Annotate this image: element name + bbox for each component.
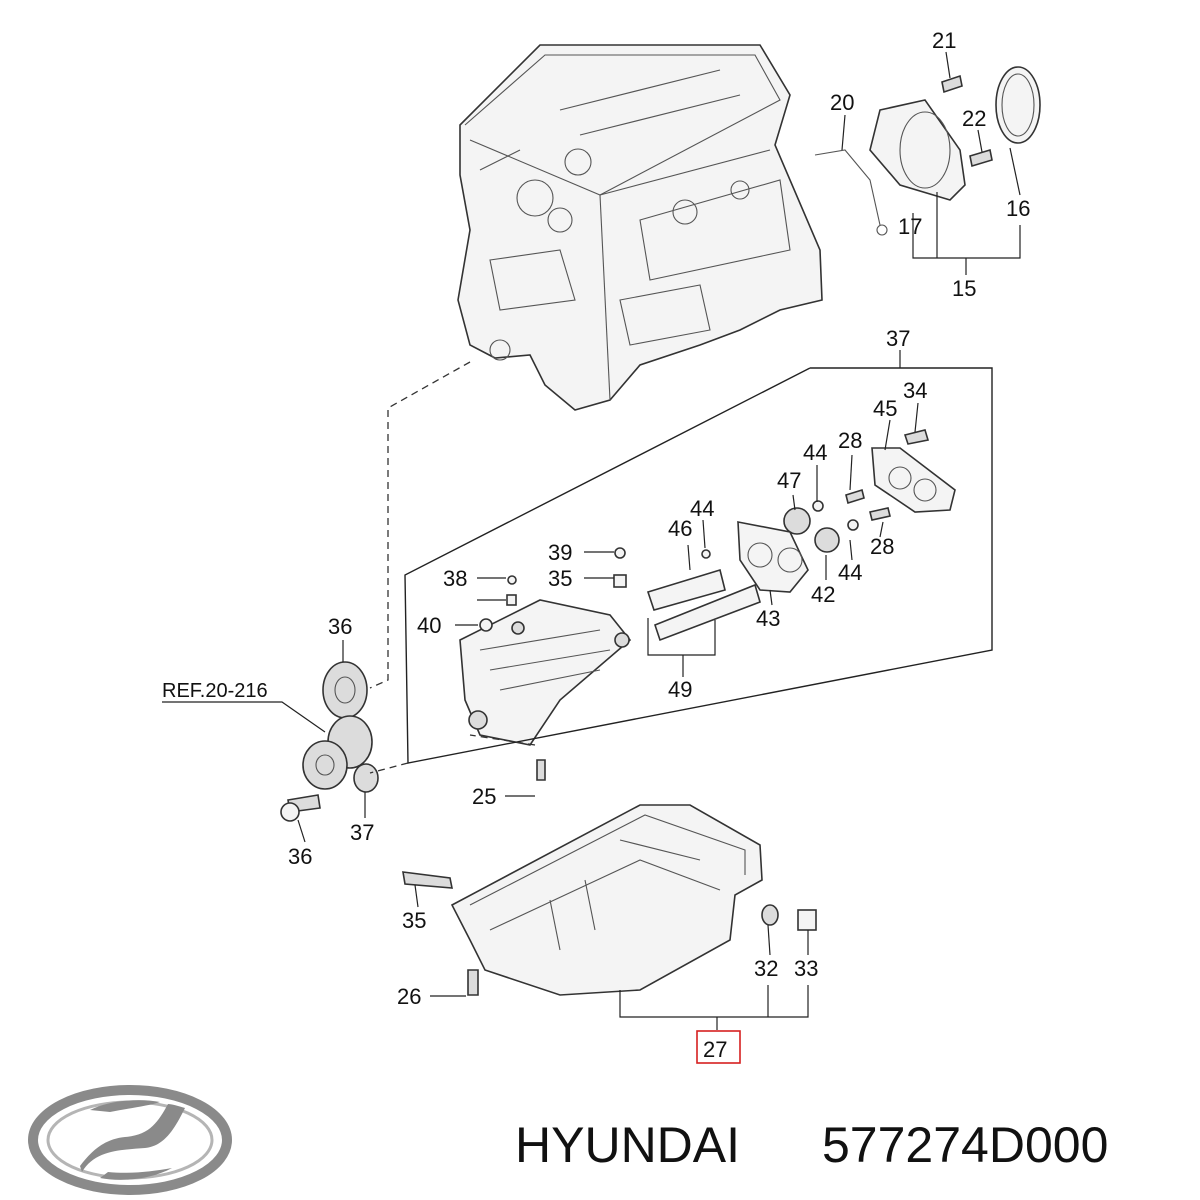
callout-17: 17 <box>898 214 922 239</box>
callout-26: 26 <box>397 984 421 1009</box>
callout-44-a: 44 <box>803 440 827 465</box>
callout-46: 46 <box>668 516 692 541</box>
callout-28-b: 28 <box>870 534 894 559</box>
callout-47: 47 <box>777 468 801 493</box>
callout-21: 21 <box>932 28 956 53</box>
callout-27-highlighted: 27 <box>703 1037 727 1062</box>
callout-45: 45 <box>873 396 897 421</box>
assembly-frames <box>369 361 993 774</box>
highlighted-part-box <box>696 1030 741 1064</box>
brand-name: HYUNDAI <box>515 1117 740 1173</box>
callout-36: 37 <box>350 820 374 845</box>
callout-40: 40 <box>417 613 441 638</box>
crank-gear-drawing <box>280 661 379 822</box>
oil-pan-drawing <box>402 759 817 996</box>
callout-15: 15 <box>952 276 976 301</box>
callout-34: 36 <box>288 844 312 869</box>
hyundai-logo <box>28 1085 232 1195</box>
callout-25: 25 <box>472 784 496 809</box>
callout-41: 42 <box>811 582 835 607</box>
callout-33: 35 <box>402 908 426 933</box>
callout-32: 35 <box>548 566 572 591</box>
engine-block-drawing <box>457 44 823 411</box>
callout-42: 43 <box>756 606 780 631</box>
callout-labels: 21 20 22 16 17 15 37 34 45 28 44 47 28 4… <box>162 28 1030 1064</box>
callout-22: 22 <box>962 106 986 131</box>
balance-shaft-module-drawing <box>459 429 956 746</box>
callout-29: 32 <box>754 956 778 981</box>
callout-16: 16 <box>1006 196 1030 221</box>
callout-31: 34 <box>903 378 927 403</box>
callout-43: 44 <box>690 496 714 521</box>
part-number: 577274D000 <box>822 1117 1108 1173</box>
callout-37: 37 <box>886 326 910 351</box>
callout-39: 39 <box>548 540 572 565</box>
rear-seal-housing-drawing <box>814 66 1041 236</box>
callout-20: 20 <box>830 90 854 115</box>
callout-35: 36 <box>328 614 352 639</box>
callout-30: 33 <box>794 956 818 981</box>
callout-38: 38 <box>443 566 467 591</box>
callout-48: 49 <box>668 677 692 702</box>
leader-lines <box>162 51 1021 1030</box>
reference-label: REF.20-216 <box>162 680 268 702</box>
callout-28-a: 28 <box>838 428 862 453</box>
callout-44-b: 44 <box>838 560 862 585</box>
